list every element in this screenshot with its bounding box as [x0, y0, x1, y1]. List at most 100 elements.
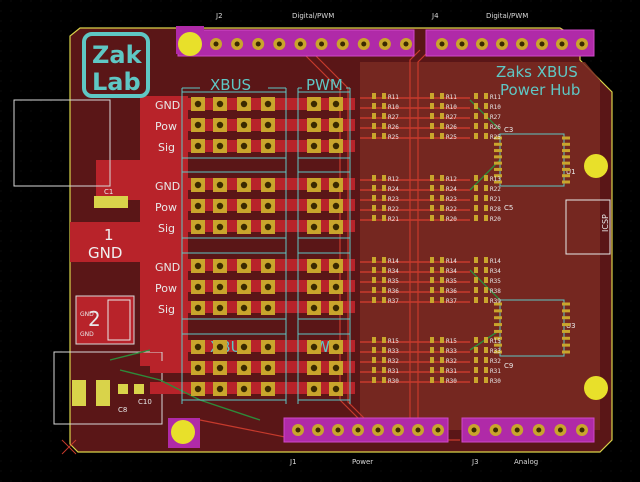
resistor[interactable]: R38 — [474, 287, 501, 295]
resistor[interactable]: R33 — [430, 347, 457, 355]
resistor-label: R23 — [388, 196, 399, 203]
resistor[interactable]: R23 — [430, 195, 457, 203]
resistor[interactable]: R36 — [430, 287, 457, 295]
resistor[interactable]: R32 — [430, 357, 457, 365]
resistor[interactable]: R33 — [474, 347, 501, 355]
resistor[interactable]: R15 — [372, 337, 399, 345]
resistor[interactable]: R34 — [430, 267, 457, 275]
chip-u3[interactable]: U3 C9 — [499, 299, 576, 370]
resistor[interactable]: R11 — [474, 93, 501, 101]
svg-text:C9: C9 — [504, 362, 513, 370]
connector-j1-ref: J1 — [289, 458, 297, 466]
chip-u1[interactable]: U1 C3 C5 — [499, 126, 576, 212]
resistor[interactable]: R31 — [372, 367, 399, 375]
resistor[interactable]: R22 — [372, 205, 399, 213]
header-pad — [191, 259, 205, 273]
resistor[interactable]: R15 — [430, 337, 457, 345]
resistor[interactable]: R32 — [372, 357, 399, 365]
voltage-regulator[interactable]: 2 GND GND — [75, 295, 135, 345]
resistor-label: R12 — [446, 176, 457, 183]
resistor[interactable]: R27 — [430, 113, 457, 121]
resistor[interactable]: R34 — [474, 267, 501, 275]
connector-pin — [511, 424, 524, 436]
resistor[interactable]: R11 — [430, 93, 457, 101]
resistor[interactable]: R10 — [430, 103, 457, 111]
resistor[interactable]: R35 — [372, 277, 399, 285]
smd-parts-bottom-left[interactable]: C8 C10 — [72, 380, 152, 414]
resistor[interactable]: R20 — [474, 215, 501, 223]
resistor[interactable]: R26 — [474, 123, 501, 131]
resistor[interactable]: R20 — [430, 215, 457, 223]
resistor[interactable]: R26 — [430, 123, 457, 131]
resistor[interactable]: R21 — [372, 215, 399, 223]
chip-pins — [494, 136, 570, 354]
connector-pin — [378, 38, 391, 50]
resistor[interactable]: R33 — [372, 347, 399, 355]
resistor[interactable]: R12 — [372, 175, 399, 183]
header-pad — [213, 97, 227, 111]
resistor[interactable]: R37 — [430, 297, 457, 305]
resistor[interactable]: R30 — [430, 377, 457, 385]
resistor[interactable]: R30 — [372, 377, 399, 385]
connector-pin — [210, 38, 222, 50]
connector-j3[interactable] — [461, 417, 595, 443]
resistor[interactable]: R24 — [372, 185, 399, 193]
connector-pin — [252, 38, 265, 50]
resistor[interactable]: R21 — [474, 195, 501, 203]
resistor[interactable]: R10 — [474, 103, 501, 111]
resistor[interactable]: R34 — [372, 267, 399, 275]
resistor[interactable]: R30 — [474, 377, 501, 385]
resistor[interactable]: R36 — [372, 287, 399, 295]
resistor[interactable]: R15 — [474, 337, 501, 345]
svg-text:U3: U3 — [566, 322, 576, 330]
resistor[interactable]: R31 — [430, 367, 457, 375]
resistor[interactable]: R25 — [372, 133, 399, 141]
resistor[interactable]: R22 — [430, 205, 457, 213]
resistor-label: R12 — [388, 176, 399, 183]
power-terminal-pad — [70, 222, 148, 262]
chip-pin — [562, 309, 570, 313]
resistor[interactable]: R32 — [474, 357, 501, 365]
header-pad — [237, 178, 251, 192]
header-pad — [191, 199, 205, 213]
resistor[interactable]: R10 — [372, 103, 399, 111]
header-pad — [261, 280, 275, 294]
resistor[interactable]: R27 — [474, 113, 501, 121]
connector-pin — [372, 424, 384, 436]
icsp-header[interactable]: ICSP — [565, 199, 611, 255]
resistor[interactable]: R14 — [474, 257, 501, 265]
connector-j4[interactable] — [425, 29, 595, 57]
row-label-sig-1: Sig — [158, 141, 175, 154]
resistor[interactable]: R11 — [372, 93, 399, 101]
header-pad — [261, 199, 275, 213]
resistor[interactable]: R27 — [372, 113, 399, 121]
resistor[interactable]: R13 — [474, 175, 501, 183]
header-pad — [191, 178, 205, 192]
connector-pin — [468, 424, 480, 436]
mount-hole-right-bottom — [584, 376, 608, 400]
resistor[interactable]: R28 — [474, 205, 501, 213]
resistor[interactable]: R14 — [430, 257, 457, 265]
resistor[interactable]: R23 — [372, 195, 399, 203]
resistor[interactable]: R39 — [474, 297, 501, 305]
resistor[interactable]: R26 — [372, 123, 399, 131]
capacitor-c1[interactable]: C1 — [94, 188, 128, 208]
resistor-label: R36 — [388, 288, 399, 295]
resistor[interactable]: R31 — [474, 367, 501, 375]
chip-pin — [562, 167, 570, 171]
connector-pin — [496, 38, 508, 50]
resistor[interactable]: R22 — [474, 185, 501, 193]
resistor[interactable]: R37 — [372, 297, 399, 305]
resistor[interactable]: R25 — [430, 133, 457, 141]
resistor[interactable]: R12 — [430, 175, 457, 183]
power-terminal-number: 1 — [104, 226, 114, 244]
copper-pour-right — [360, 62, 600, 430]
chip-pin — [562, 180, 570, 184]
resistor[interactable]: R14 — [372, 257, 399, 265]
resistor[interactable]: R24 — [430, 185, 457, 193]
resistor[interactable]: R25 — [474, 133, 501, 141]
resistor[interactable]: R35 — [474, 277, 501, 285]
resistor[interactable]: R35 — [430, 277, 457, 285]
header-pad — [261, 97, 275, 111]
